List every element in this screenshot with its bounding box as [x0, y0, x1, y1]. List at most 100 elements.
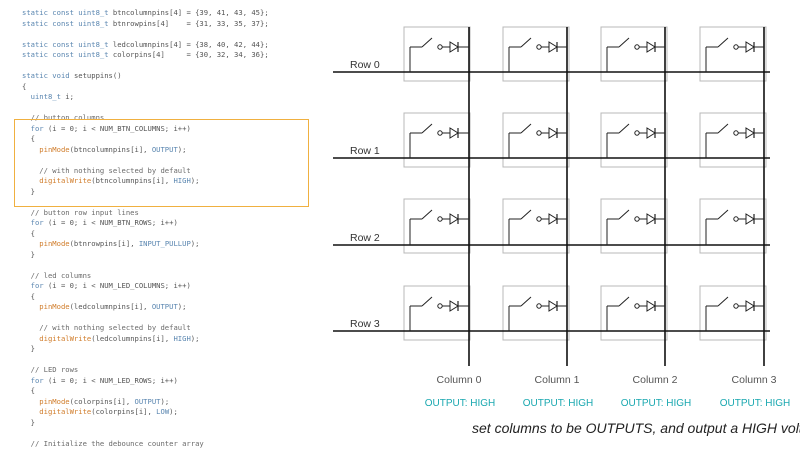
code-line: // LED rows	[22, 365, 322, 376]
switch-lever	[520, 209, 532, 220]
code-token: INPUT_PULLUP	[138, 239, 191, 248]
diode-triangle	[646, 41, 656, 53]
code-line: }	[22, 418, 322, 429]
code-token: HIGH	[173, 176, 191, 185]
code-token: (i = 0; i < NUM_LED_ROWS; i++)	[47, 375, 178, 385]
switch-contact	[536, 44, 542, 50]
code-token: }	[22, 417, 35, 427]
code-line: {	[22, 82, 322, 93]
diode-triangle	[449, 127, 459, 139]
code-token: digitalWrite	[22, 407, 92, 416]
switch-lever	[618, 209, 630, 220]
switch-cell	[600, 112, 668, 168]
switch-cell	[699, 26, 767, 82]
diode-triangle	[646, 127, 656, 139]
code-token: );	[190, 176, 200, 185]
code-token: // Initialize the debounce counter array	[22, 438, 204, 448]
code-token: (i = 0; i < NUM_LED_COLUMNS; i++)	[47, 281, 191, 290]
code-token: (colorpins[i],	[69, 396, 135, 406]
code-token: static void	[22, 71, 74, 80]
column-output-label: OUTPUT: HIGH	[720, 398, 791, 409]
code-token: setuppins()	[73, 71, 122, 80]
row-label: Row 1	[350, 145, 380, 157]
code-token: }	[22, 249, 35, 259]
switch-lever	[421, 37, 433, 48]
code-line: }	[22, 250, 322, 261]
switch-contact	[437, 130, 443, 136]
code-token: );	[190, 333, 200, 343]
code-token: ledcolumnpins[4] = {38, 40, 42, 44};	[112, 39, 269, 49]
switch-cell	[600, 198, 668, 254]
code-token: // button row input lines	[22, 207, 139, 217]
code-token: // led columns	[22, 270, 92, 280]
switch-contact	[536, 216, 542, 222]
code-token: for	[22, 281, 48, 290]
switch-contact	[437, 303, 443, 309]
switch-contact	[733, 216, 739, 222]
code-token: i;	[65, 92, 74, 101]
code-line: pinMode(btnrowpins[i], INPUT_PULLUP);	[22, 239, 322, 250]
switch-contact	[634, 303, 640, 309]
code-token: // LED rows	[22, 365, 79, 374]
row-label: Row 2	[350, 232, 380, 244]
code-token: );	[169, 407, 178, 416]
diode-triangle	[449, 300, 459, 312]
column-label: Column 3	[732, 374, 777, 386]
code-line: // with nothing selected by default	[22, 166, 322, 177]
switch-contact	[634, 216, 640, 222]
code-line: // Initialize the debounce counter array	[22, 439, 322, 450]
column-label: Column 2	[633, 374, 678, 386]
code-token: uint8_t	[22, 92, 66, 101]
code-token: (i = 0; i < NUM_BTN_ROWS; i++)	[47, 218, 178, 227]
code-line: uint8_t i;	[22, 92, 322, 103]
code-line: for (i = 0; i < NUM_LED_COLUMNS; i++)	[22, 281, 322, 292]
switch-cell	[403, 198, 471, 254]
diode-triangle	[449, 213, 459, 225]
switch-cell	[600, 285, 668, 341]
diode-triangle	[548, 41, 558, 53]
code-token: (btnrowpins[i],	[69, 239, 139, 248]
code-line: for (i = 0; i < NUM_BTN_ROWS; i++)	[22, 218, 322, 229]
row-label: Row 0	[350, 59, 380, 71]
code-token: static const uint8_t	[22, 50, 113, 59]
switch-lever	[618, 37, 630, 48]
code-line: {	[22, 229, 322, 240]
code-token: pinMode	[22, 239, 70, 248]
code-token: static const uint8_t	[22, 8, 113, 17]
code-line: {	[22, 292, 322, 303]
code-token: for	[22, 218, 48, 227]
column-label: Column 1	[535, 374, 580, 386]
code-token: for	[22, 123, 48, 133]
code-line: static const uint8_t colorpins[4] = {30,…	[22, 50, 322, 61]
switch-cell	[502, 112, 570, 168]
switch-cell	[502, 198, 570, 254]
switch-cell	[600, 26, 668, 82]
switch-contact	[733, 130, 739, 136]
code-token: (i = 0; i < NUM_BTN_COLUMNS; i++)	[47, 123, 191, 133]
diode-triangle	[449, 41, 459, 53]
code-token: static const uint8_t	[22, 18, 113, 28]
caption: set columns to be OUTPUTS, and output a …	[472, 420, 800, 436]
switch-lever	[421, 209, 433, 220]
switch-lever	[421, 123, 433, 134]
column-output-label: OUTPUT: HIGH	[425, 398, 496, 409]
switch-contact	[733, 303, 739, 309]
code-token: (ledcolumnpins[i],	[69, 302, 152, 311]
code-line: {	[22, 134, 322, 145]
switch-cell	[699, 112, 767, 168]
switch-lever	[618, 296, 630, 307]
switch-lever	[717, 123, 729, 134]
diode-triangle	[548, 300, 558, 312]
diode-triangle	[548, 127, 558, 139]
switch-lever	[520, 296, 532, 307]
switch-cell	[502, 26, 570, 82]
switch-cell	[403, 285, 471, 341]
code-token: (ledcolumnpins[i],	[91, 333, 174, 343]
code-token: for	[22, 375, 48, 385]
switch-lever	[717, 37, 729, 48]
code-token: {	[22, 386, 35, 395]
code-line: pinMode(colorpins[i], OUTPUT);	[22, 397, 322, 408]
column-output-label: OUTPUT: HIGH	[523, 398, 594, 409]
column-label: Column 0	[437, 374, 482, 386]
